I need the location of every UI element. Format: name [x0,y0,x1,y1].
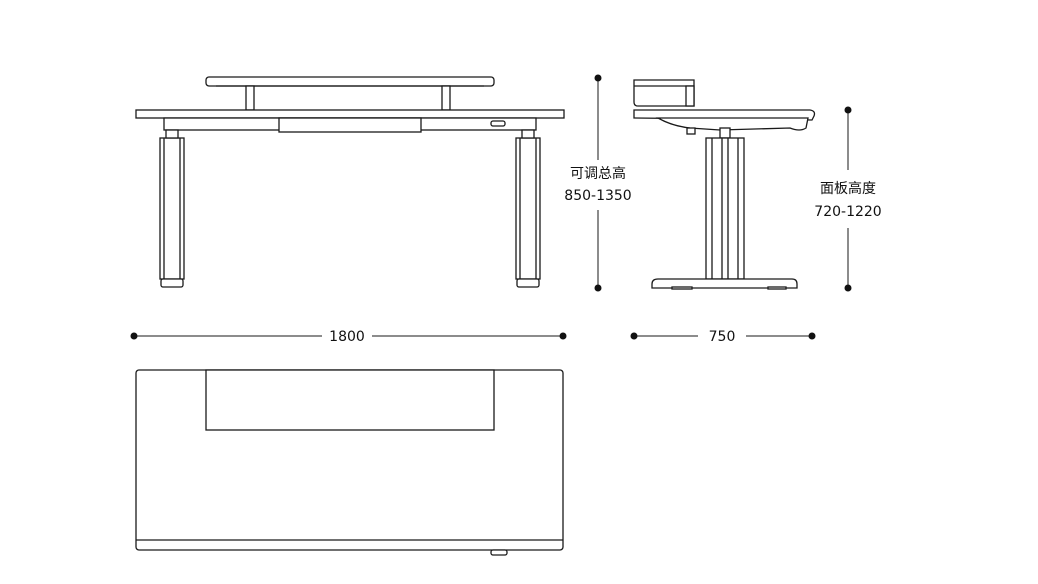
total-height-dot-top [594,74,602,82]
front-leg-right-top [521,129,535,139]
top-view [135,369,564,556]
front-controller [490,120,506,127]
side-foot-pad-right [767,286,787,290]
depth-dimension: 750 [630,329,816,345]
width-dot-right [559,332,567,340]
front-view [135,76,565,288]
front-shelf-post-right [441,85,451,111]
width-value: 1800 [329,329,365,345]
top-height-dimension: 面板高度 720-1220 [814,106,882,292]
depth-dot-right [808,332,816,340]
side-clip [686,127,696,135]
total-height-dimension: 可调总高 850-1350 [564,74,632,292]
side-bracket [719,127,731,139]
side-foot [651,278,798,289]
total-height-dot-bottom [594,284,602,292]
front-shelf-post-left [245,85,255,111]
top-height-dot-top [844,106,852,114]
depth-value: 750 [709,329,736,345]
side-underside-tray [655,117,809,131]
front-leg-left-top [165,129,179,139]
width-dimension: 1800 [130,329,567,345]
front-foot-left [160,278,184,288]
top-monitor-shelf [205,369,495,431]
total-height-label: 可调总高 [570,165,626,182]
total-height-value: 850-1350 [564,188,631,204]
side-monitor-shelf [633,79,695,107]
top-controller [490,549,508,556]
front-foot-right [516,278,540,288]
top-height-dot-bottom [844,284,852,292]
front-monitor-shelf [205,76,495,87]
top-height-label: 面板高度 [820,180,876,197]
side-view [633,79,816,290]
top-height-value: 720-1220 [814,204,881,220]
depth-dot-left [630,332,638,340]
side-foot-pad-left [671,286,693,290]
front-desktop [135,109,565,119]
front-drawer [278,117,422,133]
side-shelf-bracket [685,85,695,107]
width-dot-left [130,332,138,340]
